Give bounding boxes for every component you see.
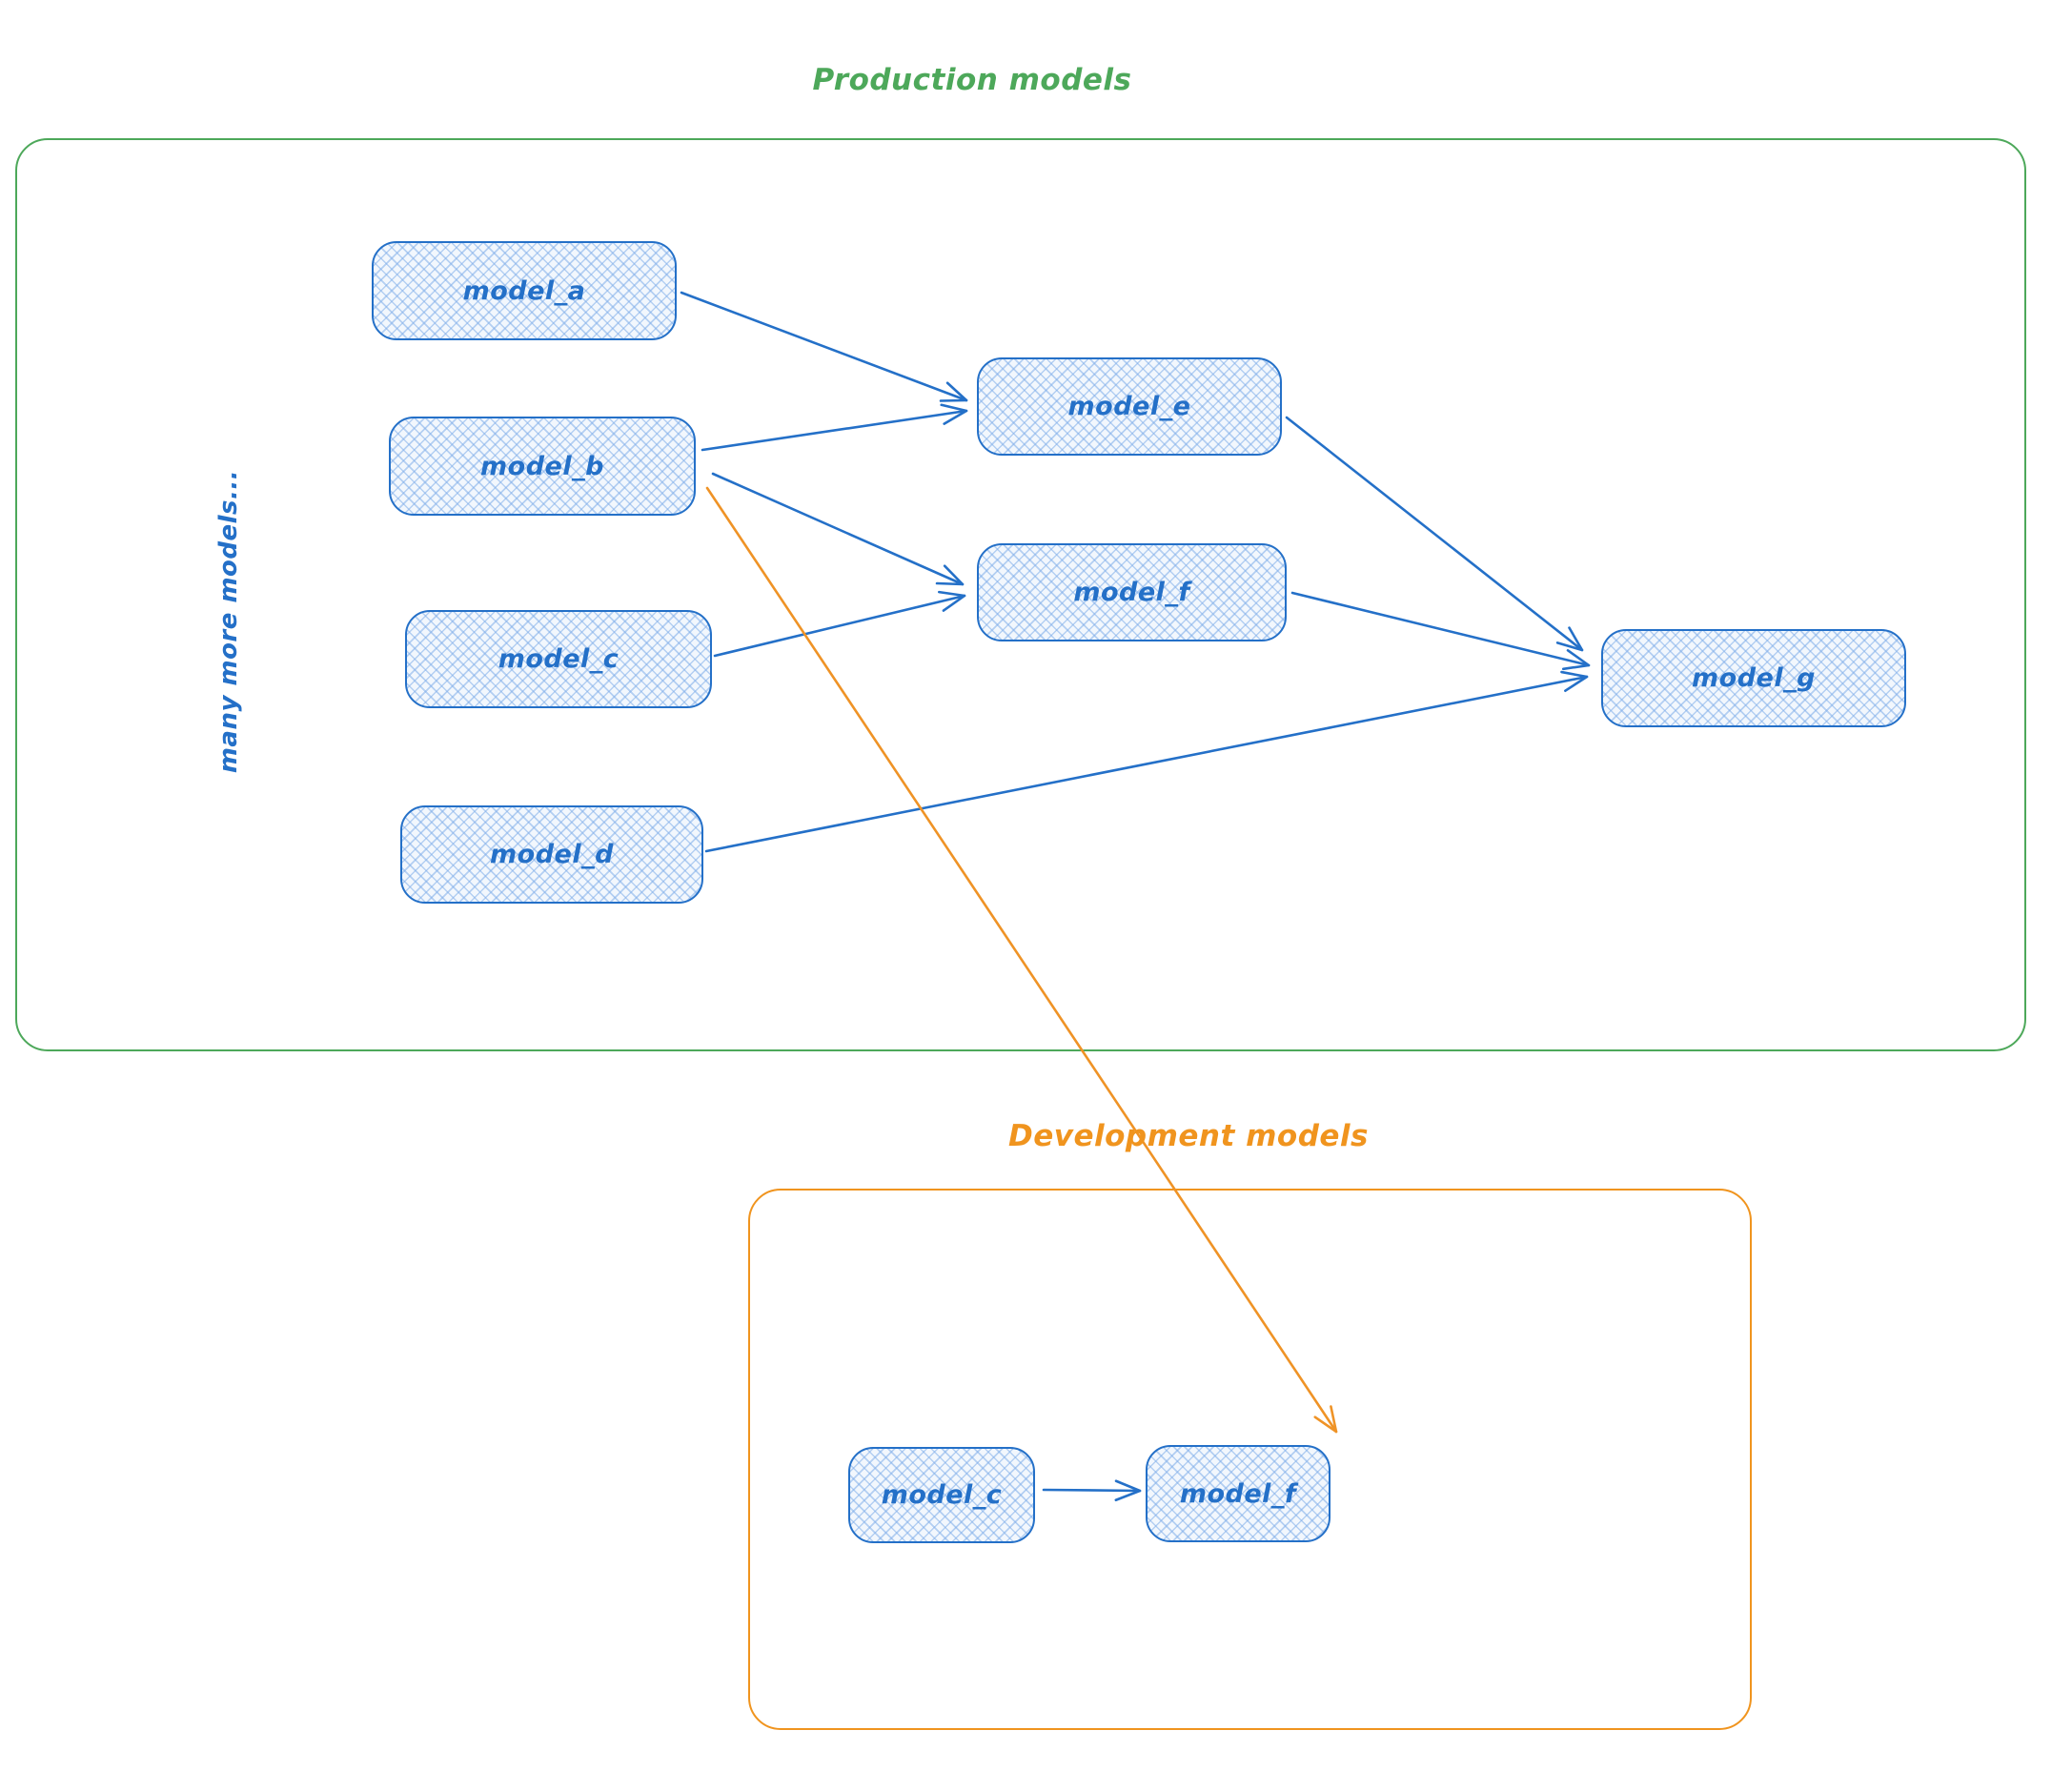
node-model-e-label: model_e [1067,392,1191,421]
node-model-c[interactable]: model_c [405,610,712,708]
node-model-d[interactable]: model_d [400,805,703,904]
node-dev-model-c-label: model_c [881,1480,1003,1510]
node-model-c-label: model_c [498,644,620,674]
node-model-g[interactable]: model_g [1601,629,1906,727]
node-model-b-label: model_b [480,451,604,481]
production-models-title: Production models [812,63,1132,97]
node-model-f-label: model_f [1073,578,1190,607]
node-dev-model-c[interactable]: model_c [848,1447,1035,1543]
many-more-models-label: many more models... [214,469,243,774]
node-model-d-label: model_d [490,840,614,869]
development-models-title: Development models [1007,1119,1370,1153]
node-model-a-label: model_a [462,275,586,306]
node-model-b[interactable]: model_b [389,417,696,516]
node-model-g-label: model_g [1692,663,1816,693]
node-model-f[interactable]: model_f [977,543,1287,641]
node-model-a[interactable]: model_a [372,241,677,340]
node-dev-model-f[interactable]: model_f [1146,1445,1331,1542]
node-model-e[interactable]: model_e [977,357,1282,456]
node-dev-model-f-label: model_f [1179,1478,1297,1509]
